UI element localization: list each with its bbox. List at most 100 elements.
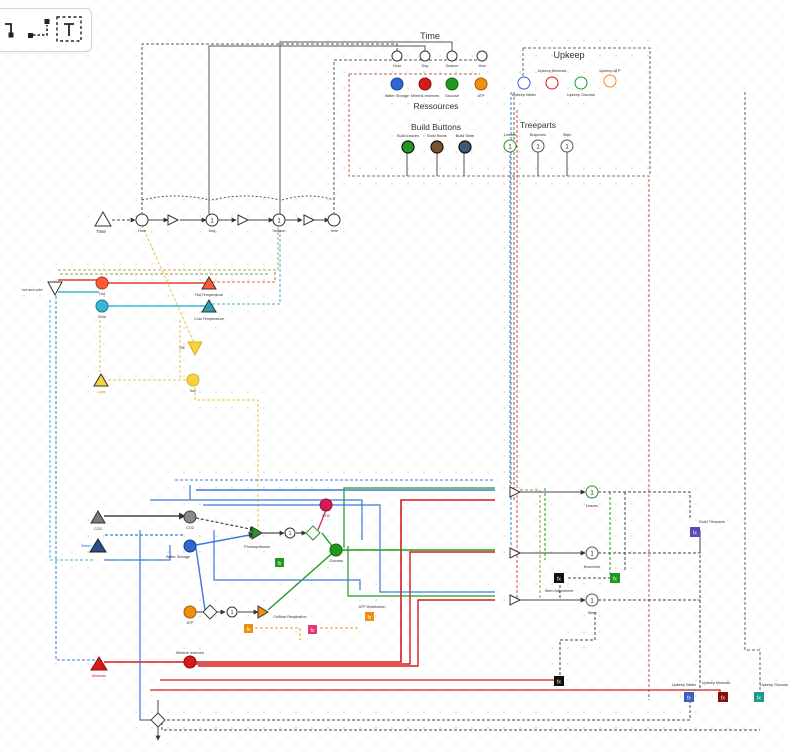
light-off-gate[interactable]: Off bbox=[180, 341, 203, 357]
resource-glucose[interactable]: Glucose bbox=[445, 77, 459, 98]
stem-converter[interactable] bbox=[509, 594, 522, 606]
svg-text:Water: Water bbox=[81, 544, 92, 548]
co2-out-pool[interactable]: CO2 bbox=[319, 498, 333, 518]
svg-text:1: 1 bbox=[590, 552, 594, 558]
water-source[interactable]: Water bbox=[81, 538, 107, 553]
svg-text:fx: fx bbox=[311, 628, 315, 634]
hot-cold-source[interactable]: hot and cold bbox=[22, 281, 63, 297]
connector-tool-button[interactable] bbox=[0, 15, 27, 43]
resource-atp[interactable]: ATP bbox=[474, 77, 488, 98]
svg-text:ATP: ATP bbox=[186, 621, 194, 625]
svg-text:Day: Day bbox=[209, 229, 216, 233]
svg-text:fx: fx bbox=[557, 577, 561, 583]
year-pool[interactable]: Year bbox=[327, 213, 341, 233]
hour-converter[interactable] bbox=[167, 214, 180, 226]
mineral-reserves-pool[interactable]: Mineral reserves bbox=[176, 651, 204, 669]
cold-temperature-drain[interactable]: Cold Temperature bbox=[194, 299, 224, 321]
atp-gate[interactable] bbox=[202, 604, 218, 620]
treepart-glucose-fx[interactable]: fx bbox=[610, 573, 620, 583]
svg-text:Leaves: Leaves bbox=[504, 133, 516, 137]
upkeep-minerals-fx[interactable]: fx Upkeep Minerals bbox=[702, 681, 731, 702]
day-pool[interactable]: 1 Day bbox=[205, 213, 219, 233]
photosynthesis-converter[interactable]: Photosynthesis bbox=[244, 526, 270, 549]
hot-pool[interactable]: Hot bbox=[95, 276, 109, 296]
svg-text:Year: Year bbox=[330, 229, 338, 233]
atp-distribution-fx[interactable]: fx ATP Distribution bbox=[358, 605, 386, 621]
svg-text:1: 1 bbox=[231, 610, 234, 616]
svg-text:CO2: CO2 bbox=[186, 526, 194, 530]
text-tool-button[interactable] bbox=[55, 15, 83, 43]
time-top-year[interactable]: Year bbox=[476, 50, 488, 68]
svg-text:Time: Time bbox=[96, 229, 106, 234]
glucose-fx[interactable]: fx bbox=[275, 558, 284, 567]
treepart-branches[interactable]: 1 Branches bbox=[530, 133, 546, 153]
svg-text:Build Roots: Build Roots bbox=[427, 134, 447, 138]
time-group-title: Time bbox=[420, 31, 440, 41]
photosynthesis-gate[interactable] bbox=[305, 525, 321, 541]
hour-pool[interactable]: Hour bbox=[135, 213, 149, 233]
sun-pool[interactable]: Sun bbox=[186, 373, 200, 393]
svg-text:Upkeep Glucose: Upkeep Glucose bbox=[567, 93, 595, 97]
upkeep-atp[interactable]: Upkeep ATP bbox=[599, 69, 621, 88]
resource-mineral-reserves[interactable]: Mineral reserves bbox=[411, 77, 439, 98]
co2-source[interactable]: CO2 bbox=[90, 510, 106, 531]
svg-text:Year: Year bbox=[478, 64, 486, 68]
treepart-leaves[interactable]: 1 Leaves bbox=[503, 133, 517, 153]
svg-text:Build Treeparts: Build Treeparts bbox=[699, 520, 725, 524]
branches-converter[interactable] bbox=[509, 547, 522, 559]
svg-text:1: 1 bbox=[590, 599, 594, 605]
time-top-day[interactable]: Day bbox=[419, 50, 431, 68]
time-top-season[interactable]: Season bbox=[446, 50, 459, 68]
light-source[interactable]: Light bbox=[93, 373, 109, 394]
water-storage-pool[interactable]: Water Storage bbox=[166, 539, 197, 559]
season-converter[interactable] bbox=[303, 214, 316, 226]
photosynthesis-counter[interactable]: 1 bbox=[284, 527, 296, 539]
upkeep-water[interactable]: Upkeep Water bbox=[512, 76, 537, 97]
atp-fx[interactable]: fx bbox=[244, 624, 253, 633]
time-source-triangle[interactable]: Time bbox=[94, 210, 112, 234]
treepart-stem[interactable]: 1 Stem bbox=[560, 133, 574, 153]
svg-text:Build Leaves: Build Leaves bbox=[397, 134, 419, 138]
upkeep-glucose[interactable]: Upkeep Glucose bbox=[567, 76, 595, 97]
dashed-connector-tool-button[interactable] bbox=[27, 15, 55, 43]
svg-text:Stem: Stem bbox=[563, 133, 572, 137]
time-top-hour[interactable]: Hour bbox=[391, 50, 403, 68]
resource-water-storage[interactable]: Water Storage bbox=[385, 77, 409, 98]
svg-text:1: 1 bbox=[210, 219, 214, 225]
glucose-pool[interactable]: Glucose bbox=[329, 543, 343, 563]
toolbar bbox=[0, 8, 92, 52]
build-roots-button[interactable]: Build Roots bbox=[427, 134, 447, 154]
branches-pool[interactable]: 1 Branches bbox=[584, 546, 600, 569]
cold-pool[interactable]: Cold bbox=[95, 299, 109, 319]
atp-pool[interactable]: ATP bbox=[183, 605, 197, 625]
svg-text:1: 1 bbox=[536, 145, 540, 151]
svg-text:fx: fx bbox=[247, 627, 251, 633]
build-leaves-button[interactable]: Build Leaves bbox=[397, 134, 419, 154]
atp-counter[interactable]: 1 bbox=[226, 606, 238, 618]
mineral-fx[interactable]: fx bbox=[308, 625, 317, 634]
hot-temperature-drain[interactable]: Hot Temperature bbox=[195, 276, 223, 297]
svg-text:Season: Season bbox=[273, 229, 286, 233]
leaves-converter[interactable] bbox=[509, 486, 522, 498]
day-converter[interactable] bbox=[237, 214, 250, 226]
svg-text:Sun: Sun bbox=[190, 389, 197, 393]
co2-pool[interactable]: CO2 bbox=[183, 510, 197, 530]
build-buttons-group-title: Build Buttons bbox=[411, 122, 461, 132]
upkeep-gate[interactable] bbox=[150, 712, 166, 728]
cellular-respiration-converter[interactable]: Cellular Respiration bbox=[257, 605, 307, 619]
season-pool[interactable]: 1 Season bbox=[272, 213, 286, 233]
svg-text:Hour: Hour bbox=[138, 229, 147, 233]
build-stem-button[interactable]: Build Stem bbox=[456, 134, 474, 154]
build-treeparts-fx[interactable]: fx Build Treeparts bbox=[690, 520, 725, 537]
svg-text:ATP: ATP bbox=[477, 94, 485, 98]
black-fx[interactable]: fx bbox=[554, 676, 564, 686]
upkeep-glucose-fx[interactable]: fx Upkeep Glucose bbox=[754, 683, 788, 702]
upkeep-minerals[interactable]: Upkeep Minerals bbox=[538, 69, 567, 90]
upkeep-water-fx[interactable]: fx Upkeep Water bbox=[672, 683, 697, 702]
resources-group-title: Ressources bbox=[414, 101, 459, 111]
leaves-pool[interactable]: 1 Leaves bbox=[585, 485, 599, 508]
stem-adjustment-fx[interactable]: fx Stem Adjustment bbox=[545, 573, 575, 593]
stem-pool[interactable]: 1 Stem bbox=[585, 593, 599, 615]
minerals-source[interactable]: Minerals bbox=[90, 656, 108, 678]
